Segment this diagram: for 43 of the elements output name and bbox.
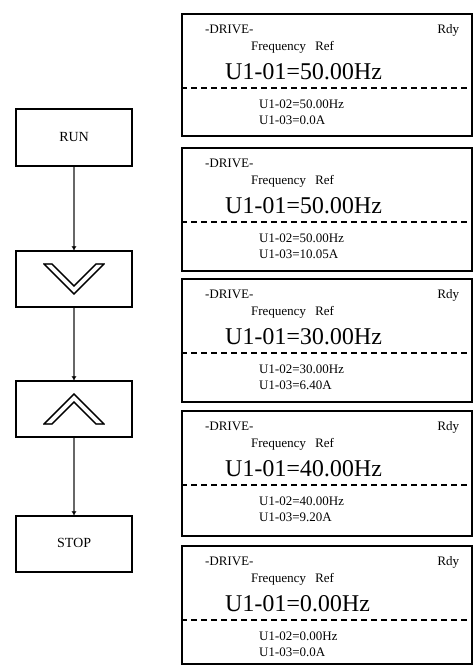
monitor-value: U1-02=40.00Hz (259, 494, 344, 507)
screen-heading: -DRIVE- (205, 22, 254, 35)
monitor-value: U1-02=50.00Hz (259, 97, 344, 110)
key-box (15, 250, 133, 308)
monitor-value: U1-03=9.20A (259, 510, 332, 523)
arrow (72, 167, 76, 250)
display-screen (181, 278, 473, 403)
arrow (72, 438, 76, 515)
monitor-value: U1-02=30.00Hz (259, 362, 344, 375)
monitor-value: U1-03=0.0A (259, 113, 326, 126)
screen-heading: -DRIVE- (205, 156, 254, 169)
monitor-value: U1-03=0.0A (259, 645, 326, 658)
arrow (72, 308, 76, 380)
screen-subtitle: Frequency Ref (251, 304, 334, 317)
monitor-value: U1-01=40.00Hz (225, 457, 382, 481)
status-text: Rdy (437, 419, 459, 432)
screen-subtitle: Frequency Ref (251, 173, 334, 186)
key-box (15, 108, 133, 167)
screen-heading: -DRIVE- (205, 419, 254, 432)
display-screen (181, 410, 473, 537)
monitor-value: U1-01=30.00Hz (225, 325, 382, 349)
monitor-value: U1-02=50.00Hz (259, 231, 344, 244)
monitor-value: U1-03=10.05A (259, 247, 338, 260)
key-box (15, 380, 133, 438)
key-box (15, 515, 133, 573)
display-screen (181, 545, 473, 665)
screen-subtitle: Frequency Ref (251, 39, 334, 52)
status-text: Rdy (437, 287, 459, 300)
screen-subtitle: Frequency Ref (251, 571, 334, 584)
screen-heading: -DRIVE- (205, 554, 254, 567)
monitor-value: U1-01=50.00Hz (225, 194, 382, 218)
display-screen (181, 13, 473, 137)
key-label: RUN (59, 130, 89, 146)
monitor-value: U1-03=6.40A (259, 378, 332, 391)
monitor-value: U1-01=50.00Hz (225, 60, 382, 84)
screen-subtitle: Frequency Ref (251, 436, 334, 449)
status-text: Rdy (437, 22, 459, 35)
key-label: STOP (57, 536, 91, 552)
display-screen (181, 147, 473, 272)
monitor-value: U1-02=0.00Hz (259, 629, 338, 642)
screen-heading: -DRIVE- (205, 287, 254, 300)
status-text: Rdy (437, 554, 459, 567)
monitor-value: U1-01=0.00Hz (225, 592, 370, 616)
